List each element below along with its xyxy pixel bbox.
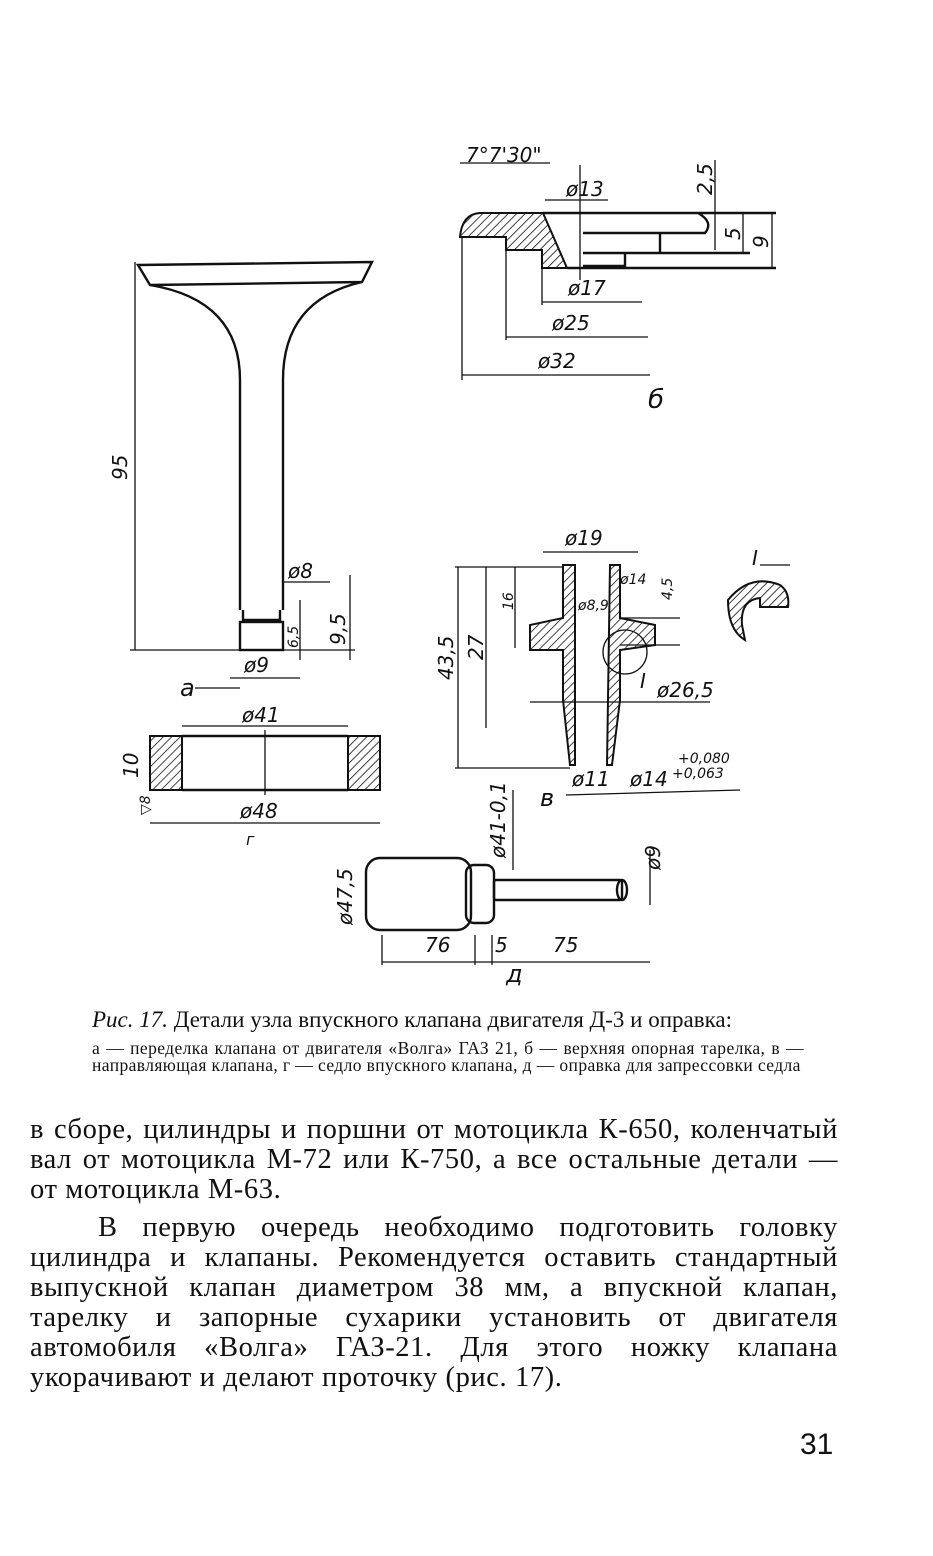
dim-d19: ø19 [564,526,603,550]
dim-6-5: 6,5 [286,626,302,648]
dim-9-5: 9,5 [326,613,350,645]
dim-10: 10 [119,753,143,778]
angle-label: 7°7'30" [466,143,542,167]
caption-prefix: Рис. 17. [92,1007,169,1032]
dim-d47-5: ø47,5 [333,868,357,926]
dim-5-mandrel: 5 [495,933,508,957]
dim-d8: ø8 [287,559,313,583]
part-b-letter: б [648,385,664,415]
valve-seat-drawing: ø41 ø48 10 ▽8 г [119,703,381,849]
detail-mark: I [640,669,646,693]
part-g-letter: г [246,830,255,849]
dim-d41: ø41 [241,703,280,727]
dim-d9: ø9 [243,653,269,677]
mandrel-drawing: ø47,5 ø41-0,1 ø9 76 5 75 д [333,781,665,988]
dim-27: 27 [464,634,488,660]
part-a-letter: а [180,674,195,702]
retainer-drawing: 7°7'30" ø13 ø17 ø25 ø32 2,5 5 9 б [458,143,776,415]
dim-d48: ø48 [239,799,278,823]
body-text: в сборе, цилиндры и поршни от мотоцикла … [30,1115,838,1393]
paragraph-1: в сборе, цилиндры и поршни от мотоцикла … [30,1114,838,1205]
dim-d14: ø14 [629,767,668,791]
paragraph-2: В первую очередь необходимо подготовить … [30,1212,838,1393]
caption-title-line: Рис. 17. Детали узла впускного клапана д… [92,1008,804,1032]
caption-legend: а — переделка клапана от двигателя «Волг… [92,1038,804,1075]
dim-d9-mandrel: ø9 [641,845,665,871]
dim-d17: ø17 [567,276,606,300]
tolerance-upper: +0,080 [678,751,730,767]
figure-caption: Рис. 17. Детали узла впускного клапана д… [92,1008,804,1074]
part-v-letter: в [540,784,554,812]
page-number: 31 [800,1428,834,1461]
dim-43-5: 43,5 [434,635,458,680]
dim-76: 76 [425,933,450,957]
caption-title: Детали узла впускного клапана двигателя … [173,1007,732,1032]
dim-75: 75 [553,933,578,957]
dim-d41-mandrel: ø41-0,1 [486,781,510,859]
valve-drawing: 95 ø8 6,5 9,5 ø9 а [108,260,374,702]
dim-d32: ø32 [537,349,576,373]
dim-d14-top: ø14 [619,572,646,588]
dim-5: 5 [721,227,745,240]
dim-95: 95 [108,455,132,480]
dim-d13: ø13 [565,177,604,201]
dim-2-5: 2,5 [693,163,717,195]
dim-d8-9: ø8,9 [577,598,609,614]
dim-16: 16 [501,592,517,610]
valve-guide-drawing: ø19 ø14 ø8,9 4,5 16 27 43,5 I ø26,5 ø11 … [434,526,790,812]
dim-d25: ø25 [551,311,590,335]
dim-4-5: 4,5 [660,578,676,600]
dim-d26-5: ø26,5 [656,678,714,702]
roughness-mark: ▽8 [138,795,154,815]
figure-17-drawing: 95 ø8 6,5 9,5 ø9 а 7°7'30" ø13 ø17 ø25 ø… [108,143,790,988]
part-d-letter: д [505,960,523,988]
dim-9: 9 [749,235,773,248]
detail-label: I [752,546,758,570]
tolerance-lower: +0,063 [672,766,724,782]
dim-d11: ø11 [571,767,610,791]
